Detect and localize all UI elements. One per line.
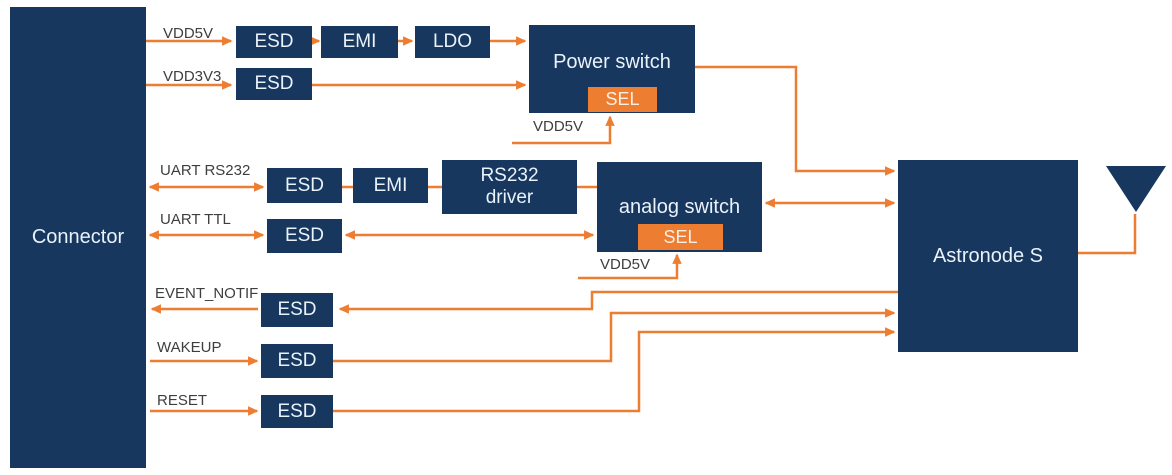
- signal-label-uart-ttl: UART TTL: [160, 211, 231, 228]
- wire-vdd5v-to-analog-sel: [578, 253, 682, 280]
- block-esd-uart-rs232: ESD: [267, 168, 342, 203]
- antenna-icon: [1106, 166, 1166, 212]
- block-astronode-s-label: Astronode S: [932, 244, 1044, 267]
- block-astronode-s: Astronode S: [898, 160, 1078, 352]
- sel-label: SEL: [605, 89, 640, 109]
- wire-vdd5v-to-power-sel: [512, 115, 615, 145]
- block-esd-event-notif: ESD: [261, 293, 333, 327]
- block-rs232-driver-label: RS232 driver: [480, 165, 539, 208]
- block-ldo-label: LDO: [432, 31, 473, 53]
- signal-label-vdd5v-power-sel: VDD5V: [533, 118, 584, 135]
- block-esd-label: ESD: [277, 299, 317, 321]
- block-emi-vdd5v: EMI: [321, 26, 398, 58]
- block-esd-label: ESD: [284, 174, 325, 196]
- block-esd-label: ESD: [277, 350, 317, 372]
- block-rs232-driver: RS232 driver: [442, 160, 577, 214]
- block-esd-label: ESD: [284, 225, 325, 247]
- signal-label-event-notif: EVENT_NOTIF: [155, 285, 259, 302]
- wire-power-switch-to-astronode: [695, 65, 896, 176]
- wire-esd-wakeup-to-astronode: [333, 308, 896, 363]
- block-power-switch: Power switch: [529, 25, 695, 113]
- block-esd-vdd5v: ESD: [236, 26, 312, 58]
- block-connector: Connector: [10, 7, 146, 468]
- block-emi-uart-rs232: EMI: [353, 168, 428, 203]
- signal-label-vdd5v: VDD5V: [163, 25, 214, 42]
- power-switch-sel: SEL: [588, 87, 657, 112]
- block-esd-uart-ttl: ESD: [267, 219, 342, 253]
- sel-label: SEL: [663, 226, 698, 247]
- block-esd-wakeup: ESD: [261, 344, 333, 378]
- block-emi-label: EMI: [342, 31, 377, 53]
- block-connector-label: Connector: [31, 226, 125, 248]
- block-power-switch-label: Power switch: [553, 50, 671, 73]
- signal-label-reset: RESET: [157, 392, 208, 409]
- block-ldo: LDO: [415, 26, 490, 58]
- wire-esd-reset-to-astronode: [333, 327, 896, 413]
- signal-label-wakeup: WAKEUP: [157, 339, 222, 356]
- block-esd-label: ESD: [254, 31, 294, 53]
- block-esd-vdd3v3: ESD: [236, 68, 312, 100]
- block-esd-label: ESD: [277, 400, 317, 422]
- block-esd-reset: ESD: [261, 395, 333, 428]
- wire-astronode-to-antenna: [1078, 214, 1137, 255]
- signal-label-vdd3v3: VDD3V3: [163, 68, 222, 85]
- block-esd-label: ESD: [254, 73, 294, 95]
- block-emi-label: EMI: [373, 174, 408, 196]
- block-analog-switch-label: analog switch: [618, 195, 741, 218]
- signal-label-vdd5v-analog-sel: VDD5V: [600, 256, 651, 273]
- analog-switch-sel: SEL: [638, 224, 723, 250]
- wire-astronode-to-esd-event-notif: [338, 290, 898, 314]
- signal-label-uart-rs232: UART RS232: [160, 162, 251, 179]
